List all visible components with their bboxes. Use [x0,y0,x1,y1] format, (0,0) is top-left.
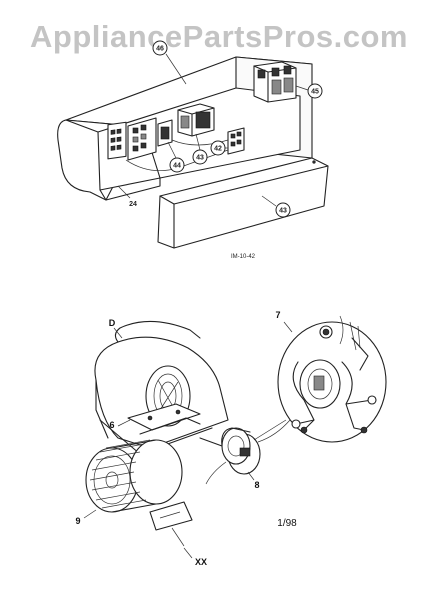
drawing-code: IM-10-42 [231,254,256,260]
callout-mid-c: 42 [214,146,222,153]
callout-circle [275,202,291,218]
label-housing: D [109,318,116,328]
blower-motor [199,419,287,485]
front-cover-panel: 43 [157,157,329,249]
label-part-24: 24 [129,201,137,208]
callout-mid-a: 44 [173,163,181,170]
callout-panel: 43 [279,208,287,215]
terminal-board-left [107,121,127,160]
control-box-assembly: 46 45 44 43 42 24 [57,40,323,208]
terminal-strip-right [227,127,245,155]
contactor [253,61,297,103]
label-bracket: 6 [109,420,114,430]
watermark-text: AppliancePartsPros.com [30,19,408,54]
control-board [127,117,157,161]
label-inset: 7 [275,310,280,320]
blower-assembly: 8 9 XX D 6 [75,310,387,567]
motor-bracket [127,403,201,435]
blower-wheel [85,439,183,513]
label-screws: XX [195,557,207,567]
transformer [177,103,215,137]
callout-top-left: 46 [156,46,164,53]
cutoff-plate [149,501,193,531]
label-wheel: 9 [75,516,80,526]
page-date: 1/98 [277,518,297,529]
callout-top-right: 45 [311,89,319,96]
callout-circle [210,140,226,156]
callout-circle [307,83,323,99]
label-motor: 8 [254,480,259,490]
callout-circle [152,40,168,56]
motor-mount-inset [277,315,387,443]
callout-circle [192,149,208,165]
callout-circle [169,157,185,173]
relay-block [157,119,173,147]
callout-mid-b: 43 [196,155,204,162]
